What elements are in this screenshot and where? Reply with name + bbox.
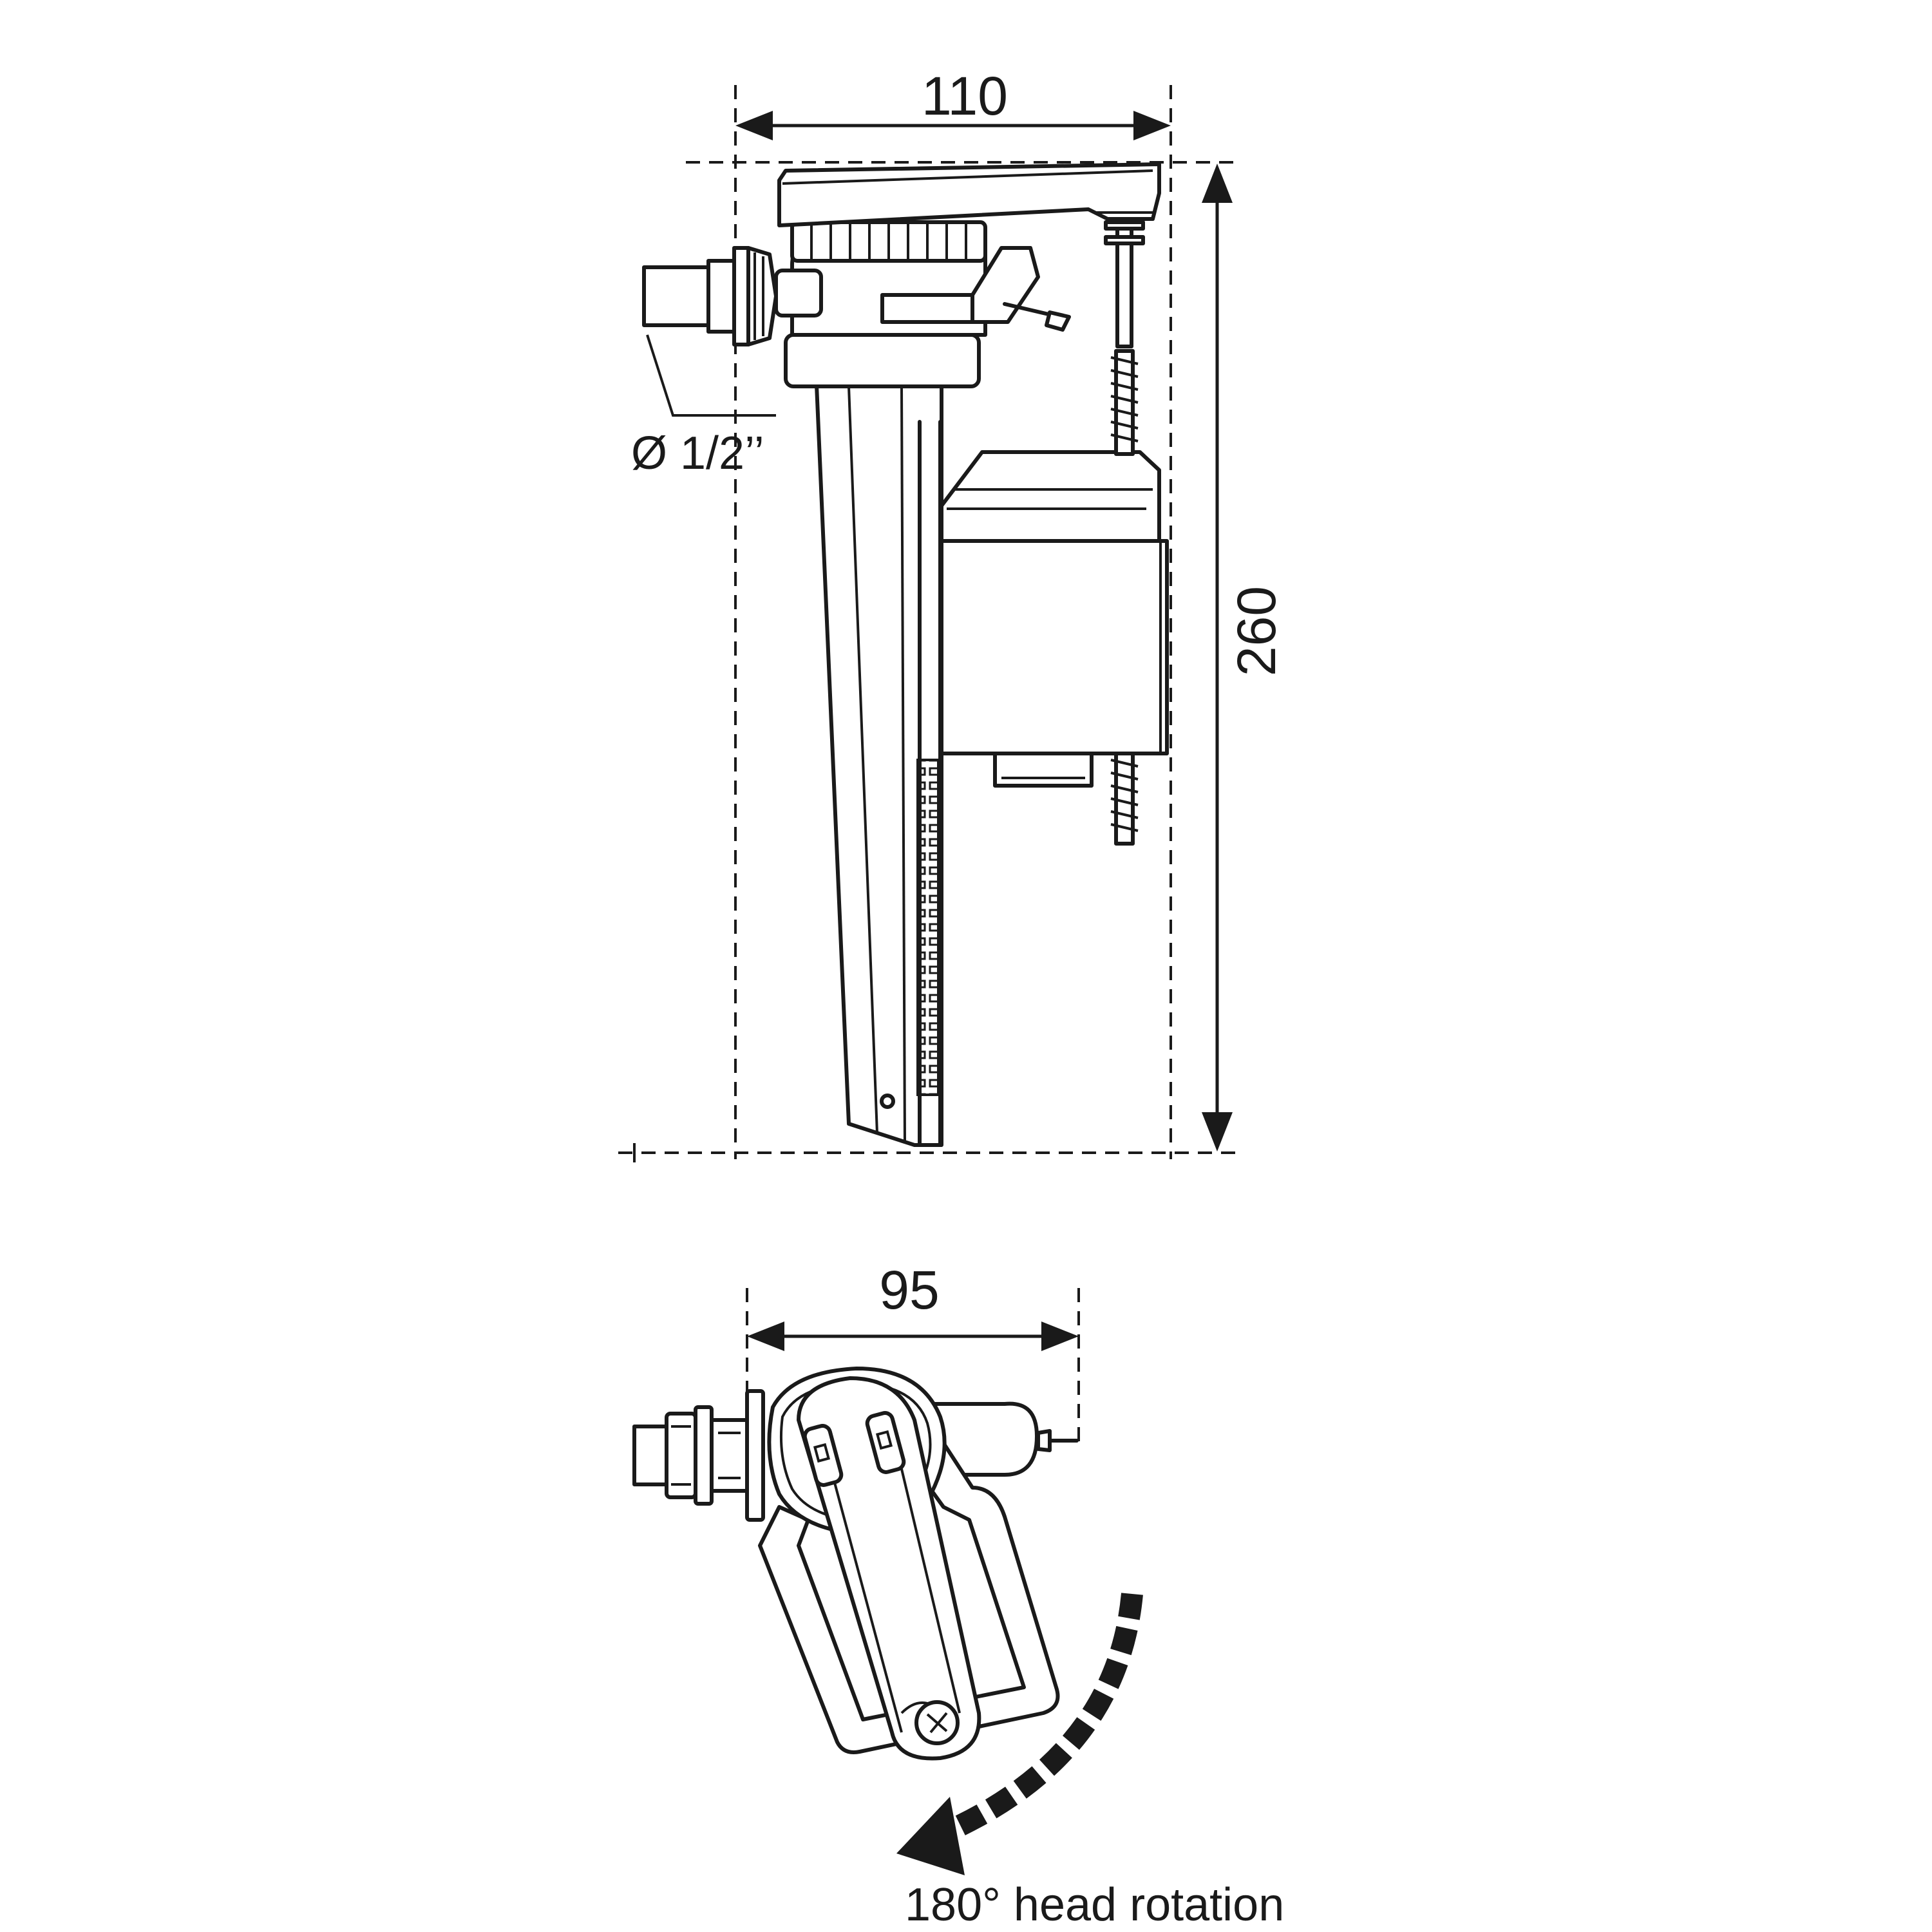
top-inlet	[632, 1389, 765, 1522]
inlet-diameter-label: Ø 1/2’’	[631, 428, 764, 479]
height-dimension-label: 260	[1226, 586, 1287, 676]
rotation-arrow-icon: 180° head rotation	[896, 1593, 1284, 1931]
valve-shaft	[815, 383, 943, 1147]
height-dimension-260: 260	[1202, 164, 1287, 1151]
top-rotating-arm	[797, 1376, 981, 1761]
top-lever	[777, 162, 1161, 227]
rotation-label: 180° head rotation	[905, 1879, 1284, 1931]
side-inlet	[642, 246, 778, 346]
float-cup	[920, 450, 1169, 788]
knurled-nut	[790, 220, 987, 263]
top-view: 95	[632, 1260, 1284, 1931]
inlet-diameter-callout: Ø 1/2’’	[631, 334, 776, 479]
width-dimension-110: 110	[735, 66, 1171, 140]
top-view-reference-lines	[746, 1288, 1080, 1443]
lower-collar	[784, 333, 981, 388]
side-view: 110 260	[618, 66, 1287, 1162]
top-width-dimension-label: 95	[879, 1260, 939, 1320]
side-view-reference-lines	[618, 85, 1236, 1162]
width-dimension-95: 95	[747, 1260, 1079, 1351]
width-dimension-label: 110	[922, 66, 1008, 126]
